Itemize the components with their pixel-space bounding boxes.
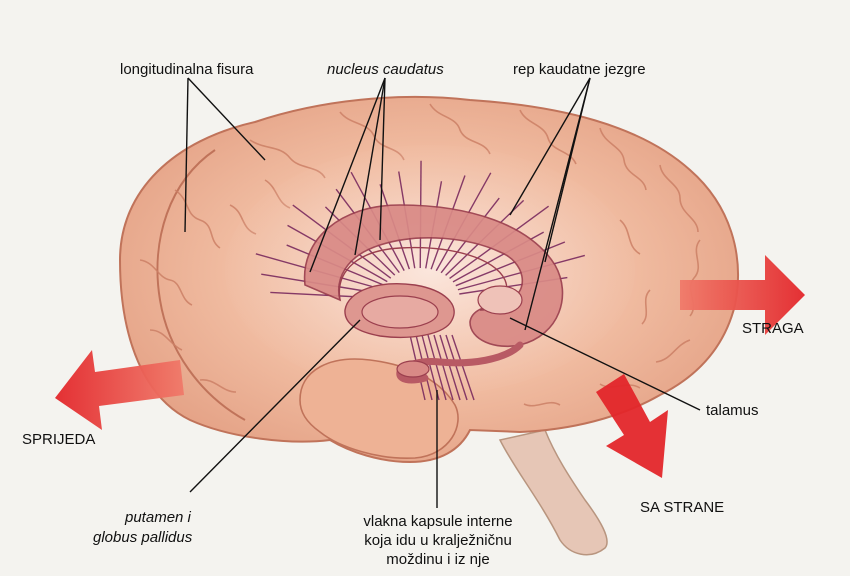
label-fibers-line2: koja idu u kralježničnu	[338, 531, 538, 550]
label-putamen-line1: putamen i	[125, 508, 191, 527]
label-front-direction: SPRIJEDA	[22, 430, 95, 449]
label-thalamus: talamus	[706, 401, 759, 420]
label-caudate-tail: rep kaudatne jezgre	[513, 60, 646, 79]
thalamus	[478, 286, 522, 314]
label-back-direction: STRAGA	[742, 319, 804, 338]
deep-structures-area	[225, 145, 635, 395]
label-nucleus-caudatus: nucleus caudatus	[327, 60, 444, 79]
label-fibers-line3: moždinu i iz nje	[338, 550, 538, 569]
amygdala	[397, 361, 429, 377]
label-fibers-line1: vlakna kapsule interne	[338, 512, 538, 531]
globus-pallidus	[362, 296, 438, 328]
label-side-direction: SA STRANE	[640, 498, 724, 517]
label-putamen-line2: globus pallidus	[93, 528, 192, 547]
label-longitudinal-fissure: longitudinalna fisura	[120, 60, 253, 79]
